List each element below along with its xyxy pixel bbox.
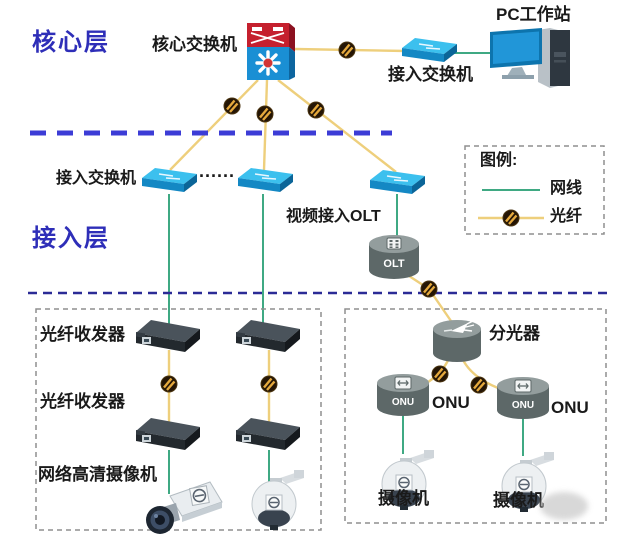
splitter-icon <box>430 318 484 364</box>
dome-camera-icon-right-1 <box>376 446 438 512</box>
legend-title: 图例: <box>480 152 518 169</box>
onu-right-badge: ONU <box>512 400 534 411</box>
access-layer-label: 接入层 <box>32 225 110 252</box>
watermark-smudge <box>540 492 588 520</box>
olt-uplink-switch-icon <box>370 168 426 198</box>
camera-left-label: 摄像机 <box>378 489 429 508</box>
legend-item-fiber: 光纤 <box>550 208 583 225</box>
fiber-connector-icon <box>419 279 439 299</box>
legend-item-network-cable: 网线 <box>550 180 583 197</box>
pc-workstation-icon <box>488 26 584 92</box>
dome-camera-icon-right-2 <box>496 448 558 514</box>
access-switch-top-icon <box>402 36 458 66</box>
fiber-transceiver-icon-1a <box>136 318 204 360</box>
core-switch-label: 核心交换机 <box>152 35 237 54</box>
fiber-connector-icon <box>159 374 179 394</box>
fiber-connector-icon <box>430 364 450 384</box>
access-switch-row-label: 接入交换机 <box>56 170 137 187</box>
fiber-connector-icon <box>259 374 279 394</box>
onu-right-label: ONU <box>551 398 589 417</box>
fiber-transceiver-icon-2b <box>236 416 304 458</box>
olt-icon: OLT <box>366 233 422 281</box>
network-hd-camera-label: 网络高清摄像机 <box>38 465 157 484</box>
onu-left-icon: ONU <box>374 372 432 418</box>
fiber-transceiver-label-2: 光纤收发器 <box>40 392 125 411</box>
transceiver-group-box <box>35 308 322 531</box>
splitter-label: 分光器 <box>489 324 540 343</box>
legend-box <box>464 145 605 235</box>
pon-group-box <box>344 308 607 524</box>
fiber-transceiver-icon-1b <box>236 318 304 360</box>
fiber-connector-icon <box>255 104 275 124</box>
olt-badge: OLT <box>383 258 404 270</box>
core-switch-icon <box>246 22 296 82</box>
fiber-transceiver-label-1: 光纤收发器 <box>40 325 125 344</box>
access-switch-middle-icon <box>238 166 294 196</box>
onu-left-label: ONU <box>432 393 470 412</box>
onu-left-badge: ONU <box>392 397 414 408</box>
fiber-connector-icon <box>469 375 489 395</box>
camera-right-label: 摄像机 <box>493 491 544 510</box>
onu-right-icon: ONU <box>494 375 552 421</box>
fiber-connector-icon <box>501 208 521 228</box>
fiber-connector-icon <box>337 40 357 60</box>
video-olt-label: 视频接入OLT <box>286 208 381 225</box>
ellipsis-label: ...... <box>199 161 236 181</box>
fiber-transceiver-icon-2a <box>136 416 204 458</box>
fiber-connector-icon <box>306 100 326 120</box>
fiber-connector-icon <box>222 96 242 116</box>
core-layer-label: 核心层 <box>32 29 110 56</box>
pc-workstation-label: PC工作站 <box>496 5 571 24</box>
dome-camera-icon-left <box>246 466 308 532</box>
access-switch-left-icon <box>142 166 198 196</box>
box-camera-icon <box>140 478 224 538</box>
access-switch-top-label: 接入交换机 <box>388 65 473 84</box>
